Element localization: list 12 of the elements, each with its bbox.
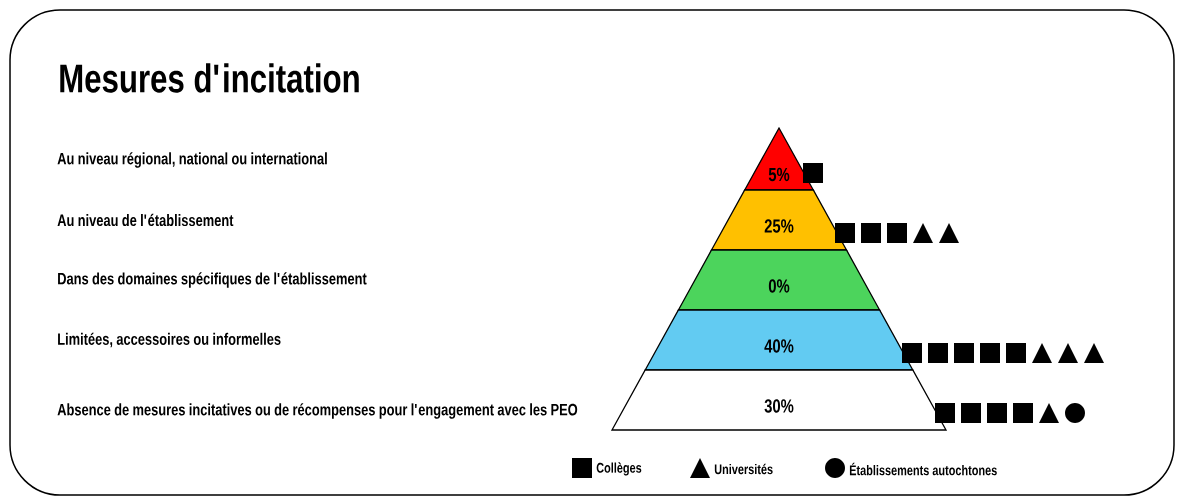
legend-label: Universités: [714, 463, 773, 475]
pyramid-level: 40%: [644, 309, 914, 371]
legend-label: Collèges: [596, 462, 642, 476]
row-label: Au niveau de l'établissement: [57, 213, 234, 227]
row-label: Dans des domaines spécifiques de l'établissement: [58, 272, 367, 288]
row-label: Limitées, accessoires ou informelles: [58, 332, 281, 348]
row-label: Au niveau régional, national ou international: [57, 152, 327, 168]
pyramid-level: 0%: [677, 249, 881, 311]
legend-label: Établissements autochtones: [849, 462, 997, 476]
pyramid-level: 25%: [710, 189, 848, 251]
row-label: Absence de mesures incitatives ou de récompenses pour l'engagement avec les PEO: [57, 403, 578, 419]
title: Mesures d'incitation: [60, 63, 359, 93]
